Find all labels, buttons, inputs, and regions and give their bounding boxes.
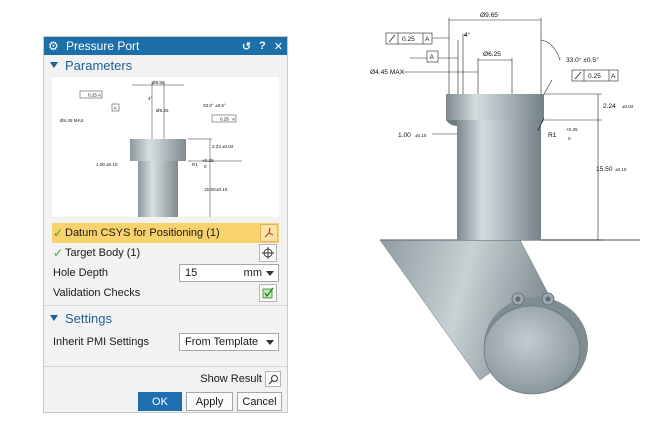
fcf-left — [385, 32, 433, 45]
preview-body — [138, 161, 178, 217]
hole-depth-value[interactable]: 15 — [185, 267, 198, 279]
dim-wall: 1.00 — [398, 132, 411, 139]
fcf-right-tol: 0.25 — [588, 73, 601, 80]
preview-fillet-plus: +0.25 — [202, 158, 214, 163]
settings-section-header[interactable]: Settings — [44, 308, 287, 328]
dim-diameter-bore: Ø6.25 — [483, 51, 501, 58]
show-result-control[interactable]: Show Result — [200, 371, 281, 387]
apply-button[interactable]: Apply — [186, 392, 233, 411]
help-icon[interactable]: ? — [259, 40, 266, 52]
collapse-triangle-icon[interactable] — [50, 315, 58, 321]
preview-fcf-left-datum: A — [98, 93, 102, 98]
preview-fillet: R1 — [192, 162, 198, 167]
datum-csys-row[interactable]: ✓ Datum CSYS for Positioning (1) — [52, 223, 279, 243]
dim-diameter-top: Ø9.65 — [480, 12, 498, 19]
crosshair-icon[interactable] — [259, 244, 277, 262]
datum-label: A — [430, 54, 435, 61]
reset-icon[interactable]: ↺ — [241, 40, 252, 53]
check-icon: ✓ — [53, 246, 64, 260]
validation-checks-label: Validation Checks — [53, 287, 141, 299]
pressure-port-drawing: Ø9.65 4° Ø6.25 33.0° ±0.5° Ø4.45 MAX 0.2… — [340, 0, 661, 424]
preview-fcf-left-tol: 0.25 — [88, 93, 97, 98]
target-body-label: Target Body (1) — [65, 247, 141, 259]
fcf-right-datum: A — [611, 73, 616, 80]
preview-fcf-right-tol: 0.25 — [220, 117, 229, 122]
fcf-left-tol: 0.25 — [402, 36, 415, 43]
preview-chamfer: 4° — [148, 96, 153, 101]
fcf-right — [571, 69, 619, 82]
preview-height-top: 2.24 — [212, 144, 221, 149]
preview-angle: 33.0° ±0.5° — [203, 103, 226, 108]
inherit-pmi-value[interactable]: From Template — [185, 336, 259, 348]
preview-max-dia: Ø4.45 MAX — [60, 118, 84, 123]
inherit-pmi-select[interactable]: From Template — [179, 333, 279, 351]
preview-fcf-right-datum: A — [232, 117, 236, 122]
parameter-preview-image: Ø9.65 4° Ø6.25 33.0° ±0.5° Ø4.45 MAX 0.2… — [52, 77, 279, 217]
parameters-header-label: Parameters — [65, 57, 133, 73]
dim-height-top: 2.24 — [603, 103, 616, 110]
close-icon[interactable]: ✕ — [273, 40, 283, 53]
datum-box — [426, 50, 439, 63]
dialog-title: Pressure Port — [66, 39, 140, 53]
validation-check-icon[interactable] — [259, 284, 277, 302]
dim-fillet-radius: R1 — [548, 132, 557, 139]
hole-depth-row: Hole Depth 15 mm — [44, 263, 287, 283]
dim-length-tol: ±0.10 — [615, 167, 627, 172]
dialog-titlebar[interactable]: ⚙ Pressure Port ↺ ? ✕ — [44, 37, 287, 55]
show-result-label: Show Result — [200, 373, 262, 385]
settings-header-label: Settings — [65, 310, 112, 326]
dim-wall-tol: ±0.10 — [415, 133, 427, 138]
inherit-pmi-label: Inherit PMI Settings — [53, 336, 149, 348]
port-flange — [446, 94, 544, 120]
datum-csys-label: Datum CSYS for Positioning (1) — [65, 227, 220, 239]
csys-axes-icon[interactable] — [260, 224, 278, 242]
preview-drawing: Ø9.65 4° Ø6.25 33.0° ±0.5° Ø4.45 MAX 0.2… — [60, 80, 242, 217]
hole-depth-label: Hole Depth — [53, 267, 109, 279]
validation-checks-row: Validation Checks — [44, 283, 287, 303]
dialog-button-bar: Show Result OK Apply Cancel — [44, 366, 287, 412]
cancel-button[interactable]: Cancel — [237, 392, 282, 411]
cap-face — [483, 305, 581, 395]
target-body-row[interactable]: ✓ Target Body (1) — [44, 243, 287, 263]
dim-height-top-tol: ±0.02 — [622, 104, 634, 109]
magnifier-icon[interactable] — [265, 371, 281, 387]
port-body — [457, 120, 541, 240]
ok-button[interactable]: OK — [138, 392, 182, 411]
section-divider — [44, 305, 287, 306]
hole-depth-unit[interactable]: mm — [243, 267, 262, 279]
hole-depth-input[interactable]: 15 mm — [179, 264, 279, 282]
dim-fillet-minus: 0 — [568, 136, 571, 141]
dim-angle: 33.0° ±0.5° — [566, 56, 599, 64]
check-icon: ✓ — [53, 226, 64, 240]
dim-max-dia: Ø4.45 MAX — [370, 69, 405, 76]
gear-icon[interactable]: ⚙ — [48, 39, 59, 53]
preview-wall: 1.00 — [96, 162, 105, 167]
pressure-port-dialog: ⚙ Pressure Port ↺ ? ✕ Parameters — [43, 36, 288, 413]
preview-length: 15.50 — [204, 187, 216, 192]
drawing-canvas: Ø9.65 4° Ø6.25 33.0° ±0.5° Ø4.45 MAX 0.2… — [370, 12, 640, 395]
fcf-left-datum: A — [425, 36, 430, 43]
preview-fillet-minus: 0 — [204, 164, 207, 169]
preview-datum: A — [114, 106, 118, 111]
preview-length-tol: ±0.10 — [216, 187, 228, 192]
chevron-down-icon[interactable] — [266, 270, 274, 276]
dim-fillet-plus: +0.25 — [566, 127, 578, 132]
preview-wall-tol: ±0.10 — [106, 162, 118, 167]
preview-dia-bore: Ø6.25 — [156, 108, 169, 113]
inherit-pmi-row: Inherit PMI Settings From Template — [44, 332, 287, 352]
dim-chamfer: 4° — [464, 31, 471, 39]
preview-height-top-tol: ±0.02 — [222, 144, 234, 149]
preview-flange — [130, 139, 186, 161]
collapse-triangle-icon[interactable] — [50, 62, 58, 68]
parameters-section-header[interactable]: Parameters — [44, 55, 287, 75]
dim-length: 15.50 — [596, 166, 613, 173]
preview-dia-top: Ø9.65 — [152, 80, 165, 85]
chevron-down-icon[interactable] — [266, 339, 274, 345]
